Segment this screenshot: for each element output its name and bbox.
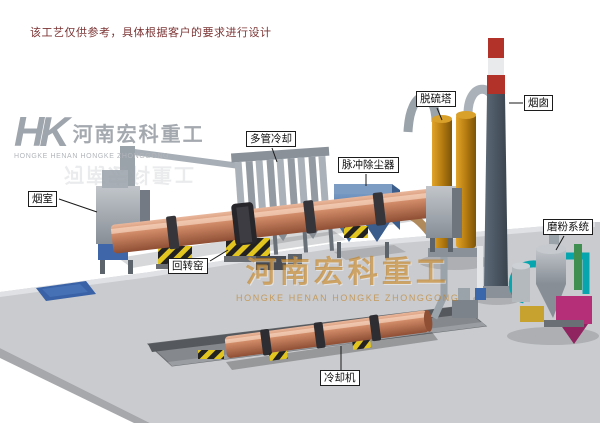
cooling-machine (224, 309, 433, 361)
rotary-kiln (110, 188, 442, 254)
label-cooling-machine: 冷却机 (320, 370, 360, 386)
disclaimer-note: 该工艺仅供参考，具体根据客户的要求进行设计 (30, 27, 272, 39)
company-logo: HK 河南宏科重工 HONGKE HENAN HONGKE ZHONGGONG … (14, 108, 205, 191)
label-chimney: 烟囱 (524, 95, 553, 111)
label-leader-lines (58, 102, 565, 370)
label-desulfurization-tower: 脱硫塔 (416, 91, 456, 107)
logo-row: HK 河南宏科重工 (14, 108, 205, 155)
label-rotary-kiln: 回转窑 (168, 258, 208, 274)
chimney (475, 38, 512, 300)
blue-foundation-pad (36, 281, 96, 301)
ground-platform (0, 222, 600, 423)
label-smoke-chamber: 烟室 (28, 191, 57, 207)
logo-company-name: 河南宏科重工 (72, 123, 205, 146)
label-multi-tube-cooler: 多管冷却 (246, 131, 296, 147)
grinding-system (508, 226, 592, 344)
label-pulse-dust-collector: 脉冲除尘器 (338, 157, 399, 173)
kiln-hood (426, 186, 462, 252)
logo-monogram: HK (14, 108, 70, 155)
logo-reflection: 河南宏科重工 (64, 163, 196, 185)
label-grinding-system: 磨粉系统 (543, 219, 593, 235)
logo-company-name-en: HONGKE HENAN HONGKE ZHONGGONG (14, 153, 170, 160)
